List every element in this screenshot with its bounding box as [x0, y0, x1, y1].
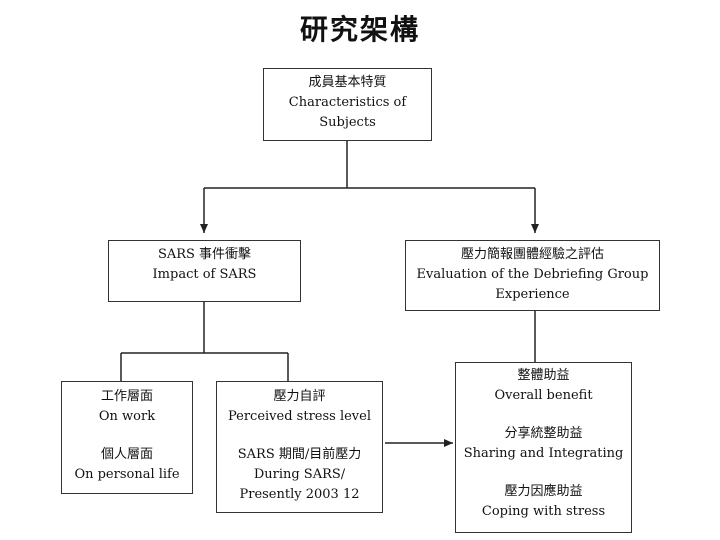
evaluation-zh: 壓力簡報團體經驗之評估 — [460, 247, 604, 262]
benefit-box: 整體助益 Overall benefit 分享統整助益 Sharing and … — [455, 362, 632, 533]
stress-period-en-line2: Presently 2003 12 — [239, 487, 360, 502]
impact-box: SARS 事件衝擊 Impact of SARS — [108, 240, 301, 302]
personal-en: On personal life — [74, 467, 180, 482]
evaluation-en-line1: Evaluation of the Debriefing Group — [416, 267, 649, 282]
characteristics-zh: 成員基本特質 — [308, 75, 387, 90]
evaluation-box: 壓力簡報團體經驗之評估 Evaluation of the Debriefing… — [405, 240, 660, 311]
stress-en: Perceived stress level — [227, 409, 372, 424]
stress-zh: 壓力自評 — [273, 389, 326, 404]
sharing-benefit-en: Sharing and Integrating — [463, 446, 624, 461]
stress-period-zh: SARS 期間/目前壓力 — [237, 447, 362, 462]
overall-benefit-en: Overall benefit — [494, 388, 593, 403]
characteristics-box: 成員基本特質 Characteristics of Subjects — [263, 68, 432, 141]
evaluation-en-line2: Experience — [495, 287, 570, 302]
impact-zh: SARS 事件衝擊 — [157, 247, 252, 262]
work-en: On work — [98, 409, 156, 424]
impact-en: Impact of SARS — [152, 267, 257, 282]
stress-period-en-line1: During SARS/ — [253, 467, 346, 482]
characteristics-en-line2: Subjects — [319, 115, 376, 130]
page-title: 研究架構 — [299, 13, 420, 46]
coping-benefit-zh: 壓力因應助益 — [504, 484, 583, 499]
work-zh: 工作層面 — [100, 389, 153, 404]
work-personal-box: 工作層面 On work 個人層面 On personal life — [61, 381, 193, 494]
overall-benefit-zh: 整體助益 — [517, 368, 570, 383]
coping-benefit-en: Coping with stress — [481, 504, 606, 519]
sharing-benefit-zh: 分享統整助益 — [504, 426, 583, 441]
personal-zh: 個人層面 — [100, 447, 153, 462]
stress-box: 壓力自評 Perceived stress level SARS 期間/目前壓力… — [216, 381, 383, 513]
characteristics-en-line1: Characteristics of — [288, 95, 407, 110]
